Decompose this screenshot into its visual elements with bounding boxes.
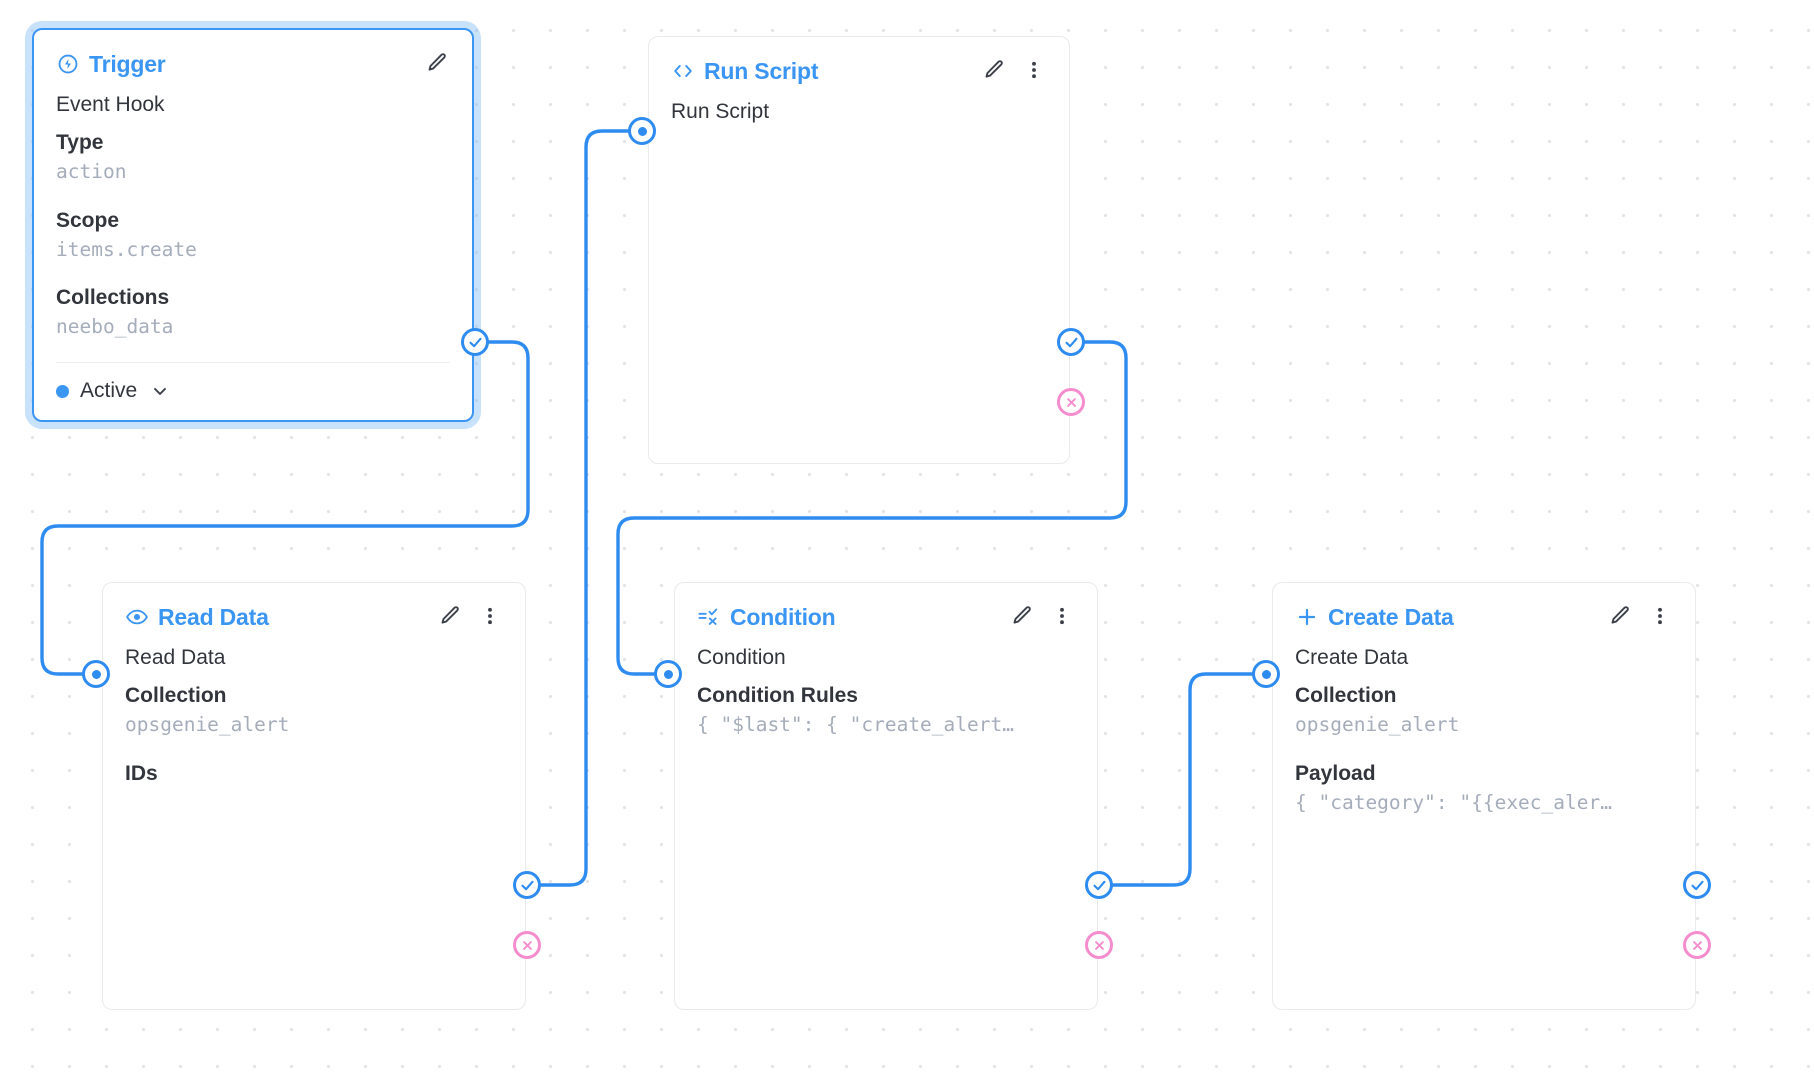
trigger-field-label-scope: Scope <box>56 208 120 232</box>
condition-reject-port[interactable] <box>1085 931 1113 959</box>
code-brackets-icon <box>671 59 695 83</box>
rule-check-icon <box>697 605 721 629</box>
node-read-data-actions <box>437 603 503 629</box>
node-run-script-title-group: Run Script <box>671 59 818 83</box>
chevron-down-icon <box>150 381 170 401</box>
read-data-resolve-port[interactable] <box>513 871 541 899</box>
node-read-data-title: Read Data <box>158 603 269 630</box>
condition-input-port[interactable] <box>654 660 682 688</box>
bolt-circle-icon <box>56 52 80 76</box>
node-trigger[interactable]: Trigger Event Hook Type action Scope ite… <box>32 28 474 423</box>
node-condition-title-group: Condition <box>697 605 836 629</box>
run-script-resolve-port[interactable] <box>1057 328 1085 356</box>
status-dot-icon <box>56 384 69 398</box>
condition-field-label-rules: Condition Rules <box>697 684 858 708</box>
trigger-event-name: Event Hook <box>56 93 165 116</box>
condition-field-value-rules: { "$last": { "create_alert… <box>697 713 1014 737</box>
more-vertical-icon[interactable] <box>1647 603 1673 629</box>
node-create-data-title: Create Data <box>1328 603 1454 630</box>
spacer <box>56 187 450 198</box>
create-data-field-value-payload: { "category": "{{exec_aler… <box>1295 790 1612 814</box>
node-create-data-header: Create Data <box>1273 583 1695 629</box>
run-script-operation-name: Run Script <box>671 100 770 123</box>
condition-resolve-port[interactable] <box>1085 871 1113 899</box>
trigger-status-label: Active <box>80 379 138 403</box>
trigger-field-value-type: action <box>56 160 127 184</box>
node-create-data-body: Create Data Collection opsgenie_alert Pa… <box>1273 629 1695 837</box>
create-data-reject-port[interactable] <box>1683 931 1711 959</box>
read-data-operation-name: Read Data <box>125 646 226 669</box>
run-script-input-port[interactable] <box>628 117 656 145</box>
pencil-icon[interactable] <box>1607 603 1633 629</box>
node-create-data-actions <box>1607 603 1673 629</box>
node-run-script-body: Run Script <box>649 83 1069 147</box>
wire-condition-to-createdata <box>1111 672 1254 887</box>
more-vertical-icon[interactable] <box>477 603 503 629</box>
node-condition-actions <box>1009 603 1075 629</box>
eye-icon <box>125 605 149 629</box>
node-condition-header: Condition <box>675 583 1097 629</box>
pencil-icon[interactable] <box>437 603 463 629</box>
node-read-data[interactable]: Read Data Read Data Colle <box>102 582 526 1010</box>
more-vertical-icon[interactable] <box>1021 57 1047 83</box>
spacer <box>1295 740 1673 751</box>
read-data-field-label-collection: Collection <box>125 684 227 708</box>
trigger-field-value-scope: items.create <box>56 237 197 261</box>
create-data-operation-name: Create Data <box>1295 646 1409 669</box>
create-data-input-port[interactable] <box>1252 660 1280 688</box>
node-condition-title: Condition <box>730 603 836 630</box>
run-script-reject-port[interactable] <box>1057 388 1085 416</box>
spacer <box>125 740 503 751</box>
plus-icon <box>1295 605 1319 629</box>
node-trigger-header: Trigger <box>34 30 472 76</box>
read-data-input-port[interactable] <box>82 660 110 688</box>
node-run-script-actions <box>981 57 1047 83</box>
node-run-script-title: Run Script <box>704 57 819 84</box>
create-data-field-label-payload: Payload <box>1295 761 1376 785</box>
node-trigger-title-group: Trigger <box>56 52 166 76</box>
pencil-icon[interactable] <box>1009 603 1035 629</box>
node-condition[interactable]: Condition Condition Condi <box>674 582 1098 1010</box>
node-read-data-header: Read Data <box>103 583 525 629</box>
spacer <box>56 264 450 275</box>
create-data-field-label-collection: Collection <box>1295 684 1397 708</box>
pencil-icon[interactable] <box>981 57 1007 83</box>
node-create-data-title-group: Create Data <box>1295 605 1454 629</box>
node-read-data-body: Read Data Collection opsgenie_alert IDs <box>103 629 525 809</box>
trigger-field-label-collections: Collections <box>56 286 170 310</box>
trigger-status-dropdown[interactable]: Active <box>34 363 472 420</box>
read-data-field-label-ids: IDs <box>125 761 158 785</box>
trigger-field-label-type: Type <box>56 131 104 155</box>
condition-operation-name: Condition <box>697 646 786 669</box>
node-trigger-body: Event Hook Type action Scope items.creat… <box>34 76 472 362</box>
more-vertical-icon[interactable] <box>1049 603 1075 629</box>
node-read-data-title-group: Read Data <box>125 605 269 629</box>
read-data-reject-port[interactable] <box>513 931 541 959</box>
read-data-field-value-collection: opsgenie_alert <box>125 713 290 737</box>
node-create-data[interactable]: Create Data Create Data C <box>1272 582 1696 1010</box>
create-data-resolve-port[interactable] <box>1683 871 1711 899</box>
node-trigger-actions <box>424 50 450 76</box>
pencil-icon[interactable] <box>424 50 450 76</box>
node-run-script-header: Run Script <box>649 37 1069 83</box>
trigger-resolve-port[interactable] <box>461 328 489 356</box>
node-condition-body: Condition Condition Rules { "$last": { "… <box>675 629 1097 760</box>
node-run-script[interactable]: Run Script Run Script <box>648 36 1070 464</box>
node-trigger-title: Trigger <box>89 50 166 77</box>
create-data-field-value-collection: opsgenie_alert <box>1295 713 1460 737</box>
trigger-field-value-collections: neebo_data <box>56 315 174 339</box>
wire-readdata-to-runscript <box>539 129 630 887</box>
